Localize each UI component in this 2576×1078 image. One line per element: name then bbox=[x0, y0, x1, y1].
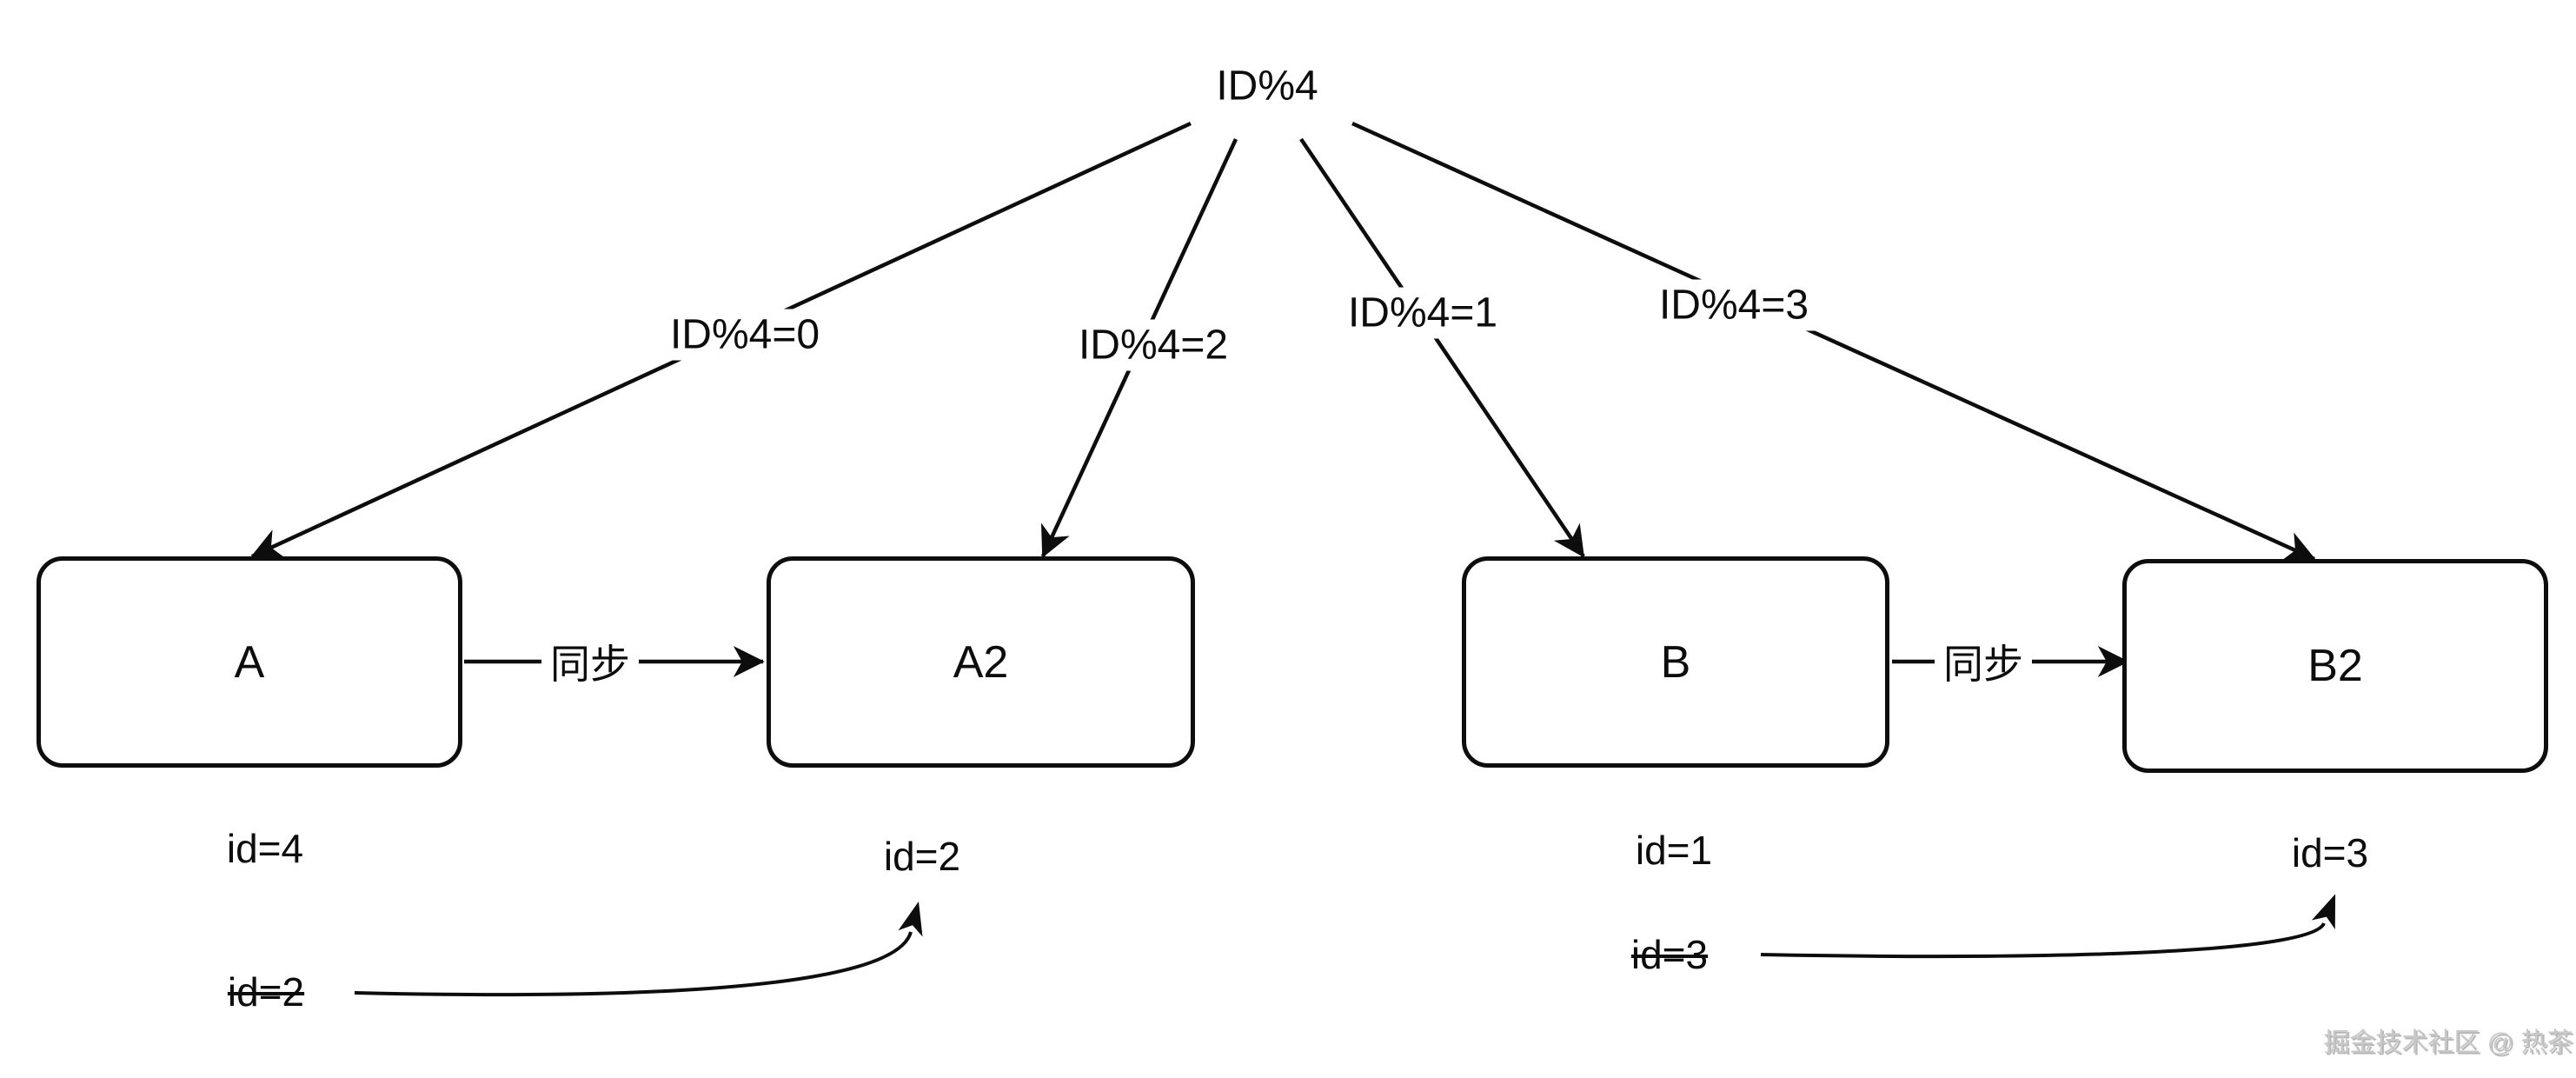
branch-label-id-mod-1: ID%4=1 bbox=[1338, 287, 1507, 339]
id-label-a: id=4 bbox=[226, 826, 304, 871]
branch-label-id-mod-3: ID%4=3 bbox=[1650, 279, 1818, 331]
sync-label-b: 同步 bbox=[1935, 633, 2032, 690]
id-label-a2: id=2 bbox=[883, 834, 961, 879]
id-move-arrow-right bbox=[1760, 894, 2336, 959]
watermark: 掘金技术社区 @ 热茶 bbox=[2323, 1028, 2573, 1057]
node-label-a2: A2 bbox=[953, 636, 1009, 688]
old-id-label-b: id=3 bbox=[1630, 932, 1709, 977]
node-label-b2: B2 bbox=[2307, 641, 2363, 691]
node-box-a: A bbox=[37, 556, 462, 768]
node-box-b2: B2 bbox=[2122, 559, 2548, 773]
branch-label-id-mod-0: ID%4=0 bbox=[661, 309, 829, 361]
node-label-b: B bbox=[1660, 636, 1691, 688]
old-id-label-a: id=2 bbox=[227, 969, 305, 1015]
id-move-arrow-left bbox=[354, 902, 923, 997]
node-box-b: B bbox=[1462, 556, 1889, 768]
node-label-a: A bbox=[234, 636, 265, 688]
id-label-b2: id=3 bbox=[2291, 830, 2369, 875]
root-label: ID%4 bbox=[1216, 63, 1318, 110]
branch-arrow-1 bbox=[1299, 137, 1585, 558]
sync-label-a: 同步 bbox=[541, 633, 639, 690]
id-label-b: id=1 bbox=[1635, 828, 1713, 873]
branch-label-id-mod-2: ID%4=2 bbox=[1069, 319, 1238, 371]
node-box-a2: A2 bbox=[767, 556, 1195, 768]
branch-arrow-3 bbox=[1351, 121, 2316, 562]
